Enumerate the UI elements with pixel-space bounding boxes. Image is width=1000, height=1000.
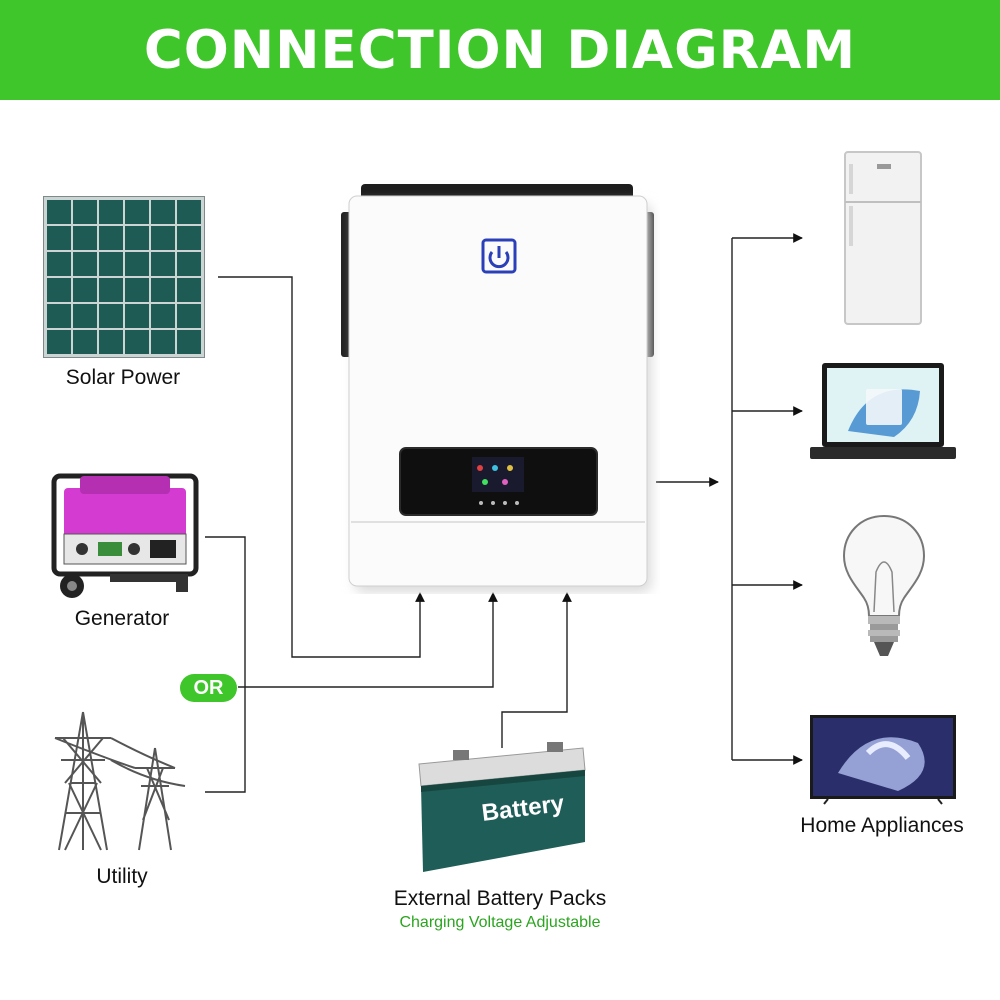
solar-cell bbox=[99, 200, 123, 224]
solar-cell bbox=[151, 304, 175, 328]
solar-cell bbox=[99, 278, 123, 302]
battery-label: External Battery Packs bbox=[393, 887, 607, 910]
solar-cell bbox=[177, 304, 201, 328]
generator-label: Generator bbox=[74, 607, 170, 630]
solar-cell bbox=[99, 226, 123, 250]
solar-cell bbox=[47, 304, 71, 328]
solar-cell bbox=[47, 226, 71, 250]
solar-cell bbox=[125, 278, 149, 302]
generator-icon bbox=[51, 473, 199, 598]
solar-cell bbox=[73, 330, 97, 354]
solar-cell bbox=[47, 330, 71, 354]
solar-cell bbox=[99, 304, 123, 328]
solar-cell bbox=[177, 330, 201, 354]
solar-cell bbox=[151, 252, 175, 276]
title-banner: CONNECTION DIAGRAM bbox=[0, 0, 1000, 100]
laptop-icon bbox=[810, 363, 956, 459]
home-appliances-label: Home Appliances bbox=[800, 814, 964, 837]
page-title: CONNECTION DIAGRAM bbox=[143, 19, 857, 81]
or-badge: OR bbox=[180, 674, 237, 702]
solar-cell bbox=[177, 200, 201, 224]
solar-label: Solar Power bbox=[65, 366, 181, 389]
solar-wire bbox=[218, 276, 425, 658]
solar-cell bbox=[47, 252, 71, 276]
solar-panel-icon bbox=[43, 196, 205, 358]
solar-cell bbox=[125, 330, 149, 354]
solar-cell bbox=[151, 278, 175, 302]
solar-cell bbox=[73, 278, 97, 302]
solar-cell bbox=[73, 252, 97, 276]
refrigerator-icon bbox=[844, 151, 922, 325]
solar-cell bbox=[177, 252, 201, 276]
solar-cell bbox=[99, 252, 123, 276]
solar-cell bbox=[47, 278, 71, 302]
solar-cell bbox=[177, 226, 201, 250]
solar-cell bbox=[125, 226, 149, 250]
solar-cell bbox=[151, 330, 175, 354]
solar-cell bbox=[47, 200, 71, 224]
solar-cell bbox=[73, 200, 97, 224]
solar-cell bbox=[125, 200, 149, 224]
generator-wire bbox=[205, 536, 246, 793]
inverter-icon bbox=[341, 184, 654, 592]
solar-cell bbox=[177, 278, 201, 302]
utility-label: Utility bbox=[96, 865, 148, 888]
battery-wire bbox=[501, 592, 572, 748]
solar-cell bbox=[125, 304, 149, 328]
solar-cell bbox=[73, 226, 97, 250]
battery-icon bbox=[418, 742, 586, 872]
power-tower-icon bbox=[54, 711, 186, 851]
solar-cell bbox=[151, 200, 175, 224]
solar-cell bbox=[99, 330, 123, 354]
solar-cell bbox=[125, 252, 149, 276]
power-button-icon bbox=[481, 238, 517, 274]
grid-wire bbox=[238, 592, 498, 688]
tv-icon bbox=[810, 715, 956, 805]
solar-cell bbox=[151, 226, 175, 250]
light-bulb-icon bbox=[842, 514, 926, 656]
battery-sublabel: Charging Voltage Adjustable bbox=[399, 914, 601, 931]
solar-cell bbox=[73, 304, 97, 328]
